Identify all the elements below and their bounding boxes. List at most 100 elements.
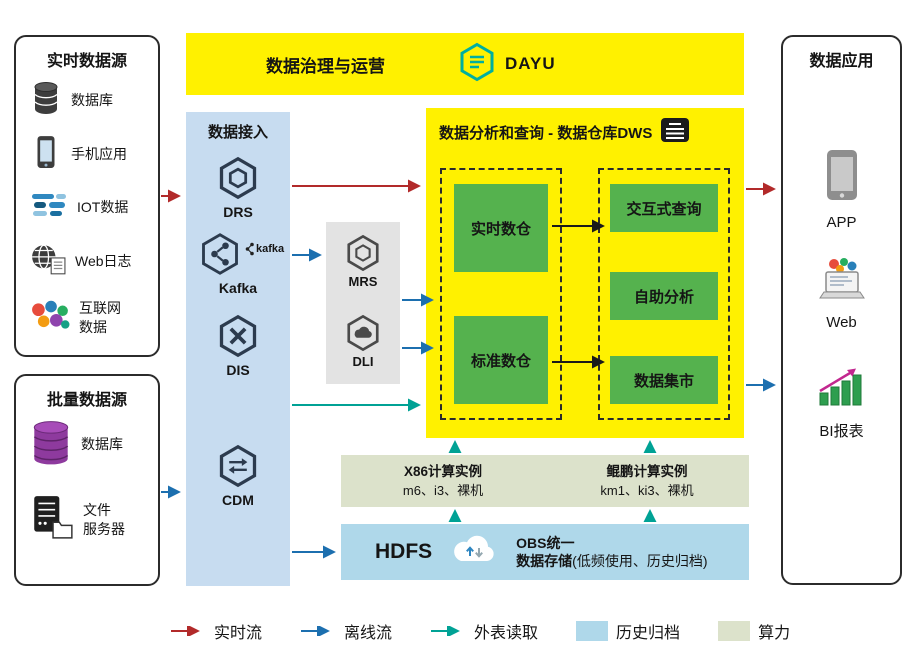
source-item-mobile: 手机应用 [30, 135, 127, 174]
interactive-query-label: 交互式查询 [626, 200, 702, 218]
interactive-query-box: 交互式查询 [610, 184, 718, 232]
hdfs-title: HDFS [375, 540, 433, 563]
processing-box: MRS DLI [326, 222, 400, 384]
source-item-label: IOT数据 [77, 199, 129, 216]
source-item-internet: 互联网 数据 [30, 299, 121, 336]
dws-box: 数据分析和查询 - 数据仓库DWS 实时数仓 标准数仓 交互式查询 自助分析 数… [426, 108, 744, 438]
legend-external-arrow [431, 626, 460, 636]
app-phone-icon [825, 149, 859, 206]
app-item-web: Web [783, 255, 900, 331]
cdm-label: CDM [222, 492, 254, 508]
data-mart-label: 数据集市 [633, 372, 694, 390]
source-item-label: 手机应用 [71, 146, 127, 163]
realtime-sources-panel: 实时数据源 数据库 手机应用 IOT数据 Web日志 [14, 35, 160, 357]
legend: 实时流 离线流 外表读取 历史归档 算力 [170, 619, 790, 643]
obs-cloud-icon [448, 532, 500, 573]
applications-title: 数据应用 [809, 53, 874, 70]
dayu-brand: DAYU [457, 42, 556, 87]
services-group: 交互式查询 自助分析 数据集市 [598, 168, 730, 420]
legend-compute-swatch [718, 621, 751, 641]
source-item-label: Web日志 [75, 253, 132, 270]
data-mart-box: 数据集市 [610, 356, 718, 404]
mrs-label: MRS [348, 274, 378, 289]
app-label: APP [826, 214, 857, 231]
source-item-batch-database: 数据库 [30, 418, 123, 471]
legend-compute: 算力 [718, 619, 790, 643]
obs-line1: OBS统一 [516, 534, 575, 551]
file-server-icon [30, 494, 74, 545]
standard-warehouse-label: 标准数仓 [470, 352, 531, 370]
ingestion-title: 数据接入 [207, 124, 268, 141]
obs-note: (低频使用、历史归档) [572, 553, 708, 569]
legend-archive-swatch [576, 621, 609, 641]
dis-label: DIS [226, 362, 250, 378]
source-item-database: 数据库 [30, 81, 113, 120]
governance-banner: 数据治理与运营 DAYU [186, 33, 744, 95]
batch-sources-panel: 批量数据源 数据库 文件 服务器 [14, 374, 160, 586]
legend-external-label: 外表读取 [474, 625, 539, 642]
iot-icon [30, 191, 68, 224]
legend-offline-label: 离线流 [344, 625, 393, 642]
applications-panel: 数据应用 APP Web BI报表 [781, 35, 902, 585]
realtime-warehouse-box: 实时数仓 [454, 184, 548, 272]
legend-archive-label: 历史归档 [616, 625, 681, 642]
phone-icon [30, 135, 62, 174]
legend-realtime-label: 实时流 [214, 625, 263, 642]
ingestion-column: 数据接入 DRS kafka Kafka DIS CDM [186, 112, 290, 586]
warehouse-icon [660, 117, 690, 147]
database-purple-icon [30, 418, 72, 471]
dws-header: 数据分析和查询 - 数据仓库DWS [439, 117, 736, 147]
kafka-group: kafka [198, 232, 284, 281]
x86-title: X86计算实例 [403, 464, 483, 479]
hdfs-box: HDFS OBS统一 数据存储(低频使用、历史归档) [341, 524, 749, 580]
legend-offline: 离线流 [300, 619, 392, 643]
app-item-bi: BI报表 [783, 367, 900, 441]
app-item-app: APP [783, 149, 900, 231]
dws-title: 数据分析和查询 - 数据仓库DWS [439, 124, 653, 142]
realtime-warehouse-label: 实时数仓 [470, 220, 531, 238]
standard-warehouse-box: 标准数仓 [454, 316, 548, 404]
x86-models: m6、i3、裸机 [402, 482, 484, 498]
kunpeng-compute: 鲲鹏计算实例 km1、ki3、裸机 [545, 455, 749, 507]
legend-compute-label: 算力 [758, 625, 791, 642]
kunpeng-title: 鲲鹏计算实例 [606, 464, 688, 479]
kafka-icon [198, 232, 242, 281]
web-icon [816, 255, 868, 306]
governance-title: 数据治理与运营 [266, 56, 385, 76]
warehouse-group: 实时数仓 标准数仓 [440, 168, 562, 420]
web-log-icon [30, 243, 66, 280]
internet-data-icon [30, 299, 70, 336]
bi-chart-icon [816, 367, 868, 412]
source-item-weblog: Web日志 [30, 243, 132, 280]
source-item-label: 数据库 [71, 92, 113, 109]
database-icon [30, 81, 62, 120]
obs-line2: 数据存储 [516, 553, 573, 569]
dayu-label: DAYU [505, 54, 556, 73]
legend-realtime-arrow [171, 626, 200, 636]
drs-icon [186, 156, 290, 200]
web-label: Web [826, 314, 857, 331]
legend-offline-arrow [301, 626, 330, 636]
mrs-icon [326, 234, 400, 272]
source-item-iot: IOT数据 [30, 191, 128, 224]
kafka-label: Kafka [218, 280, 258, 296]
cdm-icon [186, 444, 290, 488]
obs-text: OBS统一 数据存储(低频使用、历史归档) [516, 534, 707, 570]
source-item-label: 数据库 [81, 436, 123, 453]
source-item-label: 文件 服务器 [83, 502, 125, 537]
realtime-sources-title: 实时数据源 [46, 53, 127, 70]
kafka-logo: kafka [245, 242, 284, 256]
self-service-analysis-label: 自助分析 [633, 288, 694, 306]
self-service-analysis-box: 自助分析 [610, 272, 718, 320]
dli-icon [326, 314, 400, 352]
legend-external: 外表读取 [430, 619, 538, 643]
dayu-icon [457, 42, 497, 87]
x86-compute: X86计算实例 m6、i3、裸机 [341, 455, 545, 507]
legend-archive: 历史归档 [576, 619, 680, 643]
dis-icon [186, 314, 290, 358]
kunpeng-models: km1、ki3、裸机 [600, 482, 694, 498]
source-item-label: 互联网 数据 [79, 300, 121, 335]
compute-box: X86计算实例 m6、i3、裸机 鲲鹏计算实例 km1、ki3、裸机 [341, 455, 749, 507]
source-item-fileserver: 文件 服务器 [30, 494, 125, 545]
